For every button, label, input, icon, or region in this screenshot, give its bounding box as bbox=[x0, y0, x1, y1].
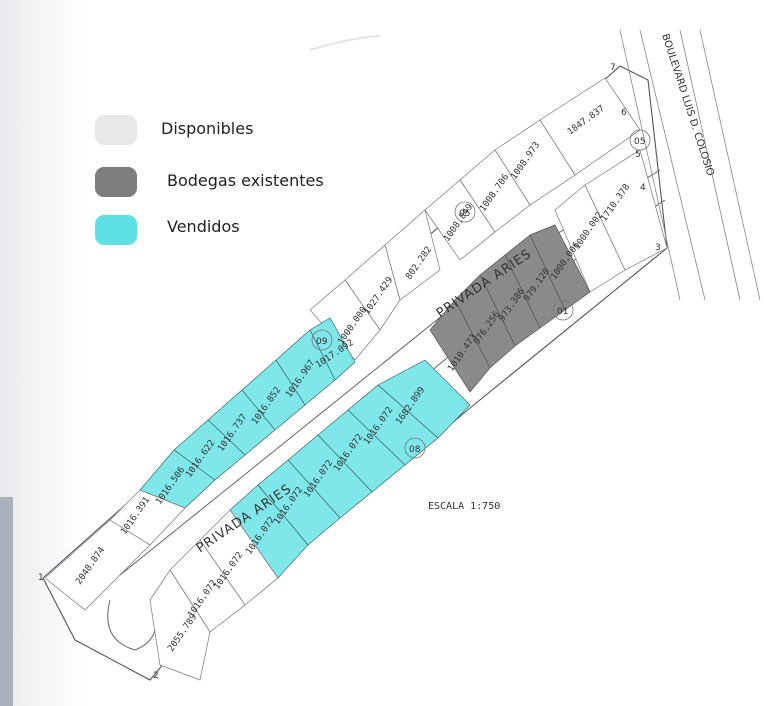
blvd-line-4 bbox=[699, 29, 761, 301]
vertex-6: 6 bbox=[621, 108, 627, 118]
left-edge-bar bbox=[0, 497, 13, 706]
lot-n bbox=[44, 519, 151, 611]
marker-08: 08 bbox=[409, 445, 421, 455]
marker-05b: 05 bbox=[459, 209, 470, 219]
marker-05a: 05 bbox=[634, 137, 645, 147]
lower-right-lots bbox=[554, 149, 668, 293]
swatch-bodegas bbox=[95, 167, 137, 197]
legend-label-bodegas: Bodegas existentes bbox=[167, 171, 324, 190]
vertex-4: 4 bbox=[640, 183, 646, 193]
lot-d bbox=[424, 179, 496, 261]
boulevard bbox=[619, 29, 761, 301]
upper-left-lots bbox=[44, 489, 186, 611]
vertex-2: 2 bbox=[153, 671, 159, 681]
legend-label-vendidos: Vendidos bbox=[167, 217, 240, 236]
warehouse-lots bbox=[429, 224, 591, 393]
vertex-7: 7 bbox=[610, 63, 616, 73]
blvd-line-3 bbox=[679, 29, 741, 301]
decor-arc bbox=[309, 35, 381, 51]
markers bbox=[311, 129, 651, 459]
legend-item-disponibles: Disponibles bbox=[95, 115, 355, 145]
marker-circle-05a bbox=[629, 129, 651, 151]
lot-u bbox=[429, 299, 491, 393]
vertex-5: 5 bbox=[635, 150, 641, 160]
marker-circle-01 bbox=[552, 299, 574, 321]
marker-circle-08 bbox=[404, 437, 426, 459]
vertex-3: 3 bbox=[655, 243, 661, 253]
marker-09: 09 bbox=[316, 337, 328, 347]
boulevard-label: BOULEVARD LUIS D. COLOSIO bbox=[659, 33, 715, 178]
sold-lots-lower bbox=[229, 359, 471, 579]
sold-lots-upper bbox=[139, 317, 356, 509]
marker-circle-09 bbox=[311, 329, 333, 351]
legend-item-bodegas: Bodegas existentes bbox=[95, 167, 355, 197]
lot-p bbox=[554, 184, 626, 293]
upper-lots bbox=[309, 77, 641, 361]
swatch-disponibles bbox=[95, 115, 137, 145]
marker-circle-05b bbox=[454, 201, 476, 223]
vertex-1: 1 bbox=[38, 573, 44, 583]
legend-label-disponibles: Disponibles bbox=[161, 119, 254, 138]
blvd-line-2 bbox=[639, 29, 706, 301]
blvd-line-1 bbox=[619, 29, 681, 301]
marker-01: 01 bbox=[557, 307, 568, 317]
legend-item-vendidos: Vendidos bbox=[95, 215, 355, 245]
swatch-vendidos bbox=[95, 215, 137, 245]
lower-left-lots bbox=[149, 509, 279, 681]
lot-ad bbox=[149, 569, 211, 681]
scale-label: ESCALA 1:750 bbox=[428, 501, 500, 512]
